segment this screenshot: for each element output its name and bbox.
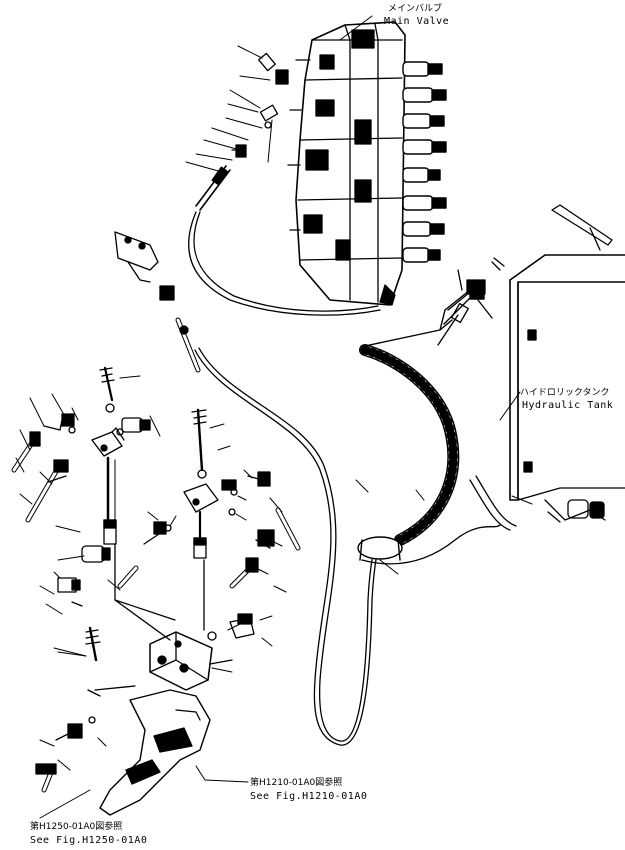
hydraulic-tank-label-en: Hydraulic Tank: [522, 400, 614, 411]
manifold-block-center: [143, 408, 301, 641]
hydraulic-tank-label-jp: ハイドロリックタンク: [520, 388, 610, 398]
hydraulic-tank: [509, 204, 625, 523]
main-valve-label-jp: メインバルブ: [388, 4, 443, 14]
leader-lines-left: [15, 375, 161, 657]
leader-lines-upper: [185, 45, 273, 173]
valve-fittings-left: [195, 52, 289, 211]
leader-lines-center: [147, 423, 533, 647]
mount-bracket: [114, 231, 201, 373]
hoses: [188, 211, 517, 746]
reference-2-label-jp: 第H1250-01A0図参照: [30, 822, 123, 832]
manifold-block-upper-left: [11, 366, 176, 621]
reference-1-label-en: See Fig.H1210-01A0: [250, 791, 368, 802]
reference-2-label-en: See Fig.H1250-01A0: [30, 835, 148, 846]
main-valve-leader: [339, 15, 373, 41]
leader-lines-lower: [39, 651, 233, 771]
lower-manifold-and-pedal: [35, 599, 249, 819]
spiral-hose: [357, 284, 485, 561]
main-valve-label-en: Main Valve: [384, 16, 450, 27]
reference-1-label-jp: 第H1210-01A0図参照: [250, 778, 343, 788]
tank-leader: [499, 391, 521, 421]
main-valve: [287, 21, 447, 306]
right-fittings: [437, 257, 505, 346]
